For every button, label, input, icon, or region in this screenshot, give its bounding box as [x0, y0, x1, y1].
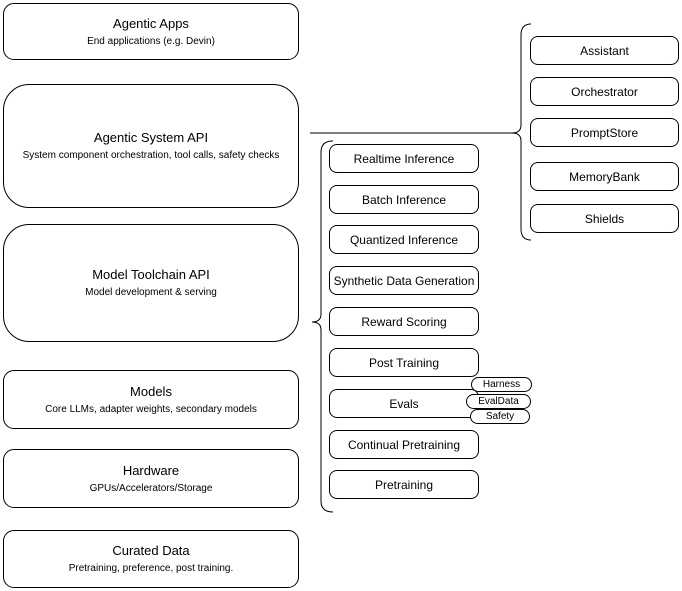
node-title: Model Toolchain API [92, 267, 210, 282]
node-realtime-inference: Realtime Inference [329, 144, 479, 173]
node-label: Continual Pretraining [347, 437, 461, 452]
node-subtitle: Core LLMs, adapter weights, secondary mo… [45, 403, 257, 415]
node-shields: Shields [530, 204, 679, 233]
node-title: Agentic Apps [113, 15, 189, 31]
tag-label: Safety [485, 411, 515, 422]
tag-safety: Safety [470, 409, 530, 424]
node-subtitle: GPUs/Accelerators/Storage [89, 482, 213, 494]
tag-evaldata: EvalData [466, 394, 531, 409]
node-label: MemoryBank [569, 169, 640, 184]
node-label: Evals [389, 396, 419, 411]
node-agentic-system-api: Agentic System API System component orch… [3, 84, 299, 208]
node-reward-scoring: Reward Scoring [329, 307, 479, 336]
node-label: Reward Scoring [361, 314, 447, 329]
node-title: Curated Data [112, 543, 190, 558]
node-curated-data: Curated Data Pretraining, preference, po… [3, 530, 299, 588]
node-batch-inference: Batch Inference [329, 185, 479, 214]
system-bracket [511, 23, 532, 241]
node-label: Realtime Inference [353, 151, 455, 166]
node-post-training: Post Training [329, 348, 479, 377]
node-quantized-inference: Quantized Inference [329, 225, 479, 254]
node-label: Shields [584, 211, 625, 226]
node-subtitle: Pretraining, preference, post training. [68, 563, 234, 574]
node-assistant: Assistant [530, 36, 679, 65]
node-title: Agentic System API [93, 130, 209, 145]
tag-harness: Harness [471, 377, 532, 392]
node-title: Hardware [122, 462, 180, 478]
node-title: Models [130, 383, 172, 399]
node-label: Pretraining [374, 477, 434, 492]
node-subtitle: System component orchestration, tool cal… [22, 150, 280, 161]
node-agentic-apps: Agentic Apps End applications (e.g. Devi… [3, 3, 299, 60]
node-label: Assistant [580, 43, 629, 58]
tag-label: Harness [482, 379, 521, 390]
node-label: PromptStore [570, 125, 639, 140]
tag-label: EvalData [478, 396, 519, 407]
node-promptstore: PromptStore [530, 118, 679, 147]
node-synthetic-data-generation: Synthetic Data Generation [329, 266, 479, 295]
node-models: Models Core LLMs, adapter weights, secon… [3, 370, 299, 429]
node-pretraining: Pretraining [329, 470, 479, 499]
node-label: Quantized Inference [349, 232, 459, 247]
node-subtitle: End applications (e.g. Devin) [87, 35, 215, 47]
node-label: Batch Inference [361, 192, 447, 207]
node-label: Post Training [368, 355, 440, 370]
node-continual-pretraining: Continual Pretraining [329, 430, 479, 459]
node-subtitle: Model development & serving [85, 287, 217, 298]
node-label: Synthetic Data Generation [333, 273, 475, 288]
node-memorybank: MemoryBank [530, 162, 679, 191]
node-orchestrator: Orchestrator [530, 77, 679, 106]
node-hardware: Hardware GPUs/Accelerators/Storage [3, 449, 299, 508]
node-label: Orchestrator [571, 84, 638, 99]
node-model-toolchain-api: Model Toolchain API Model development & … [3, 224, 299, 342]
toolchain-bracket [311, 140, 334, 513]
node-evals: Evals [329, 389, 479, 418]
